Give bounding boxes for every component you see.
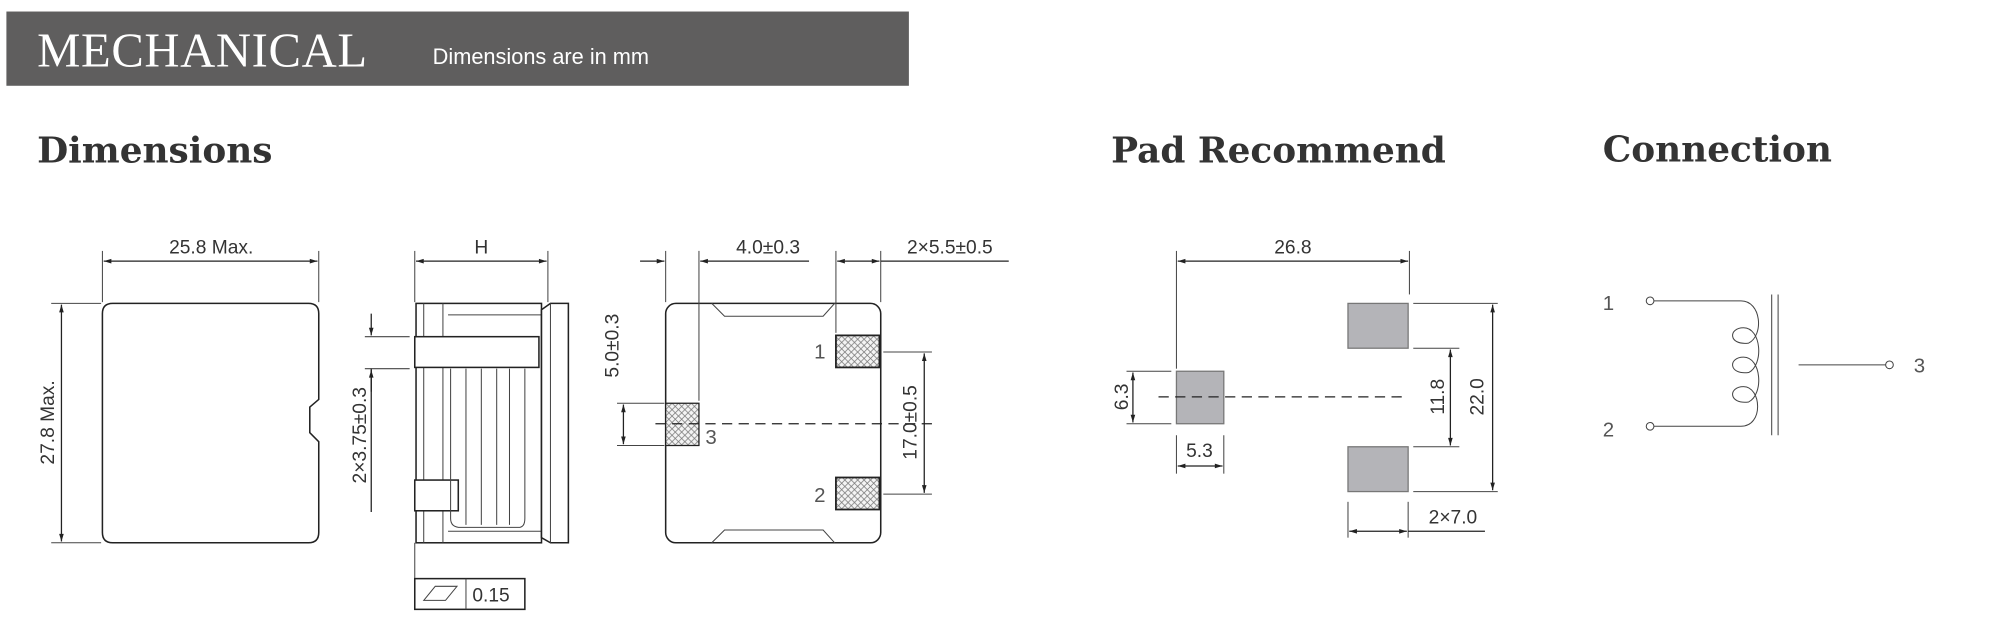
pad-total-label: 22.0 <box>1468 378 1489 415</box>
connection-pin-3: 3 <box>1914 355 1925 378</box>
section-title-dimensions: Dimensions <box>37 130 272 172</box>
pad-left-height-label: 6.3 <box>1112 384 1133 411</box>
terminal-1-icon <box>1645 296 1655 306</box>
bottom-view: 1 2 3 4.0±0.3 2×5.5±0.5 5.0±0.3 17.0±0.5 <box>602 237 1009 544</box>
connection-schematic: 1 2 3 <box>1603 292 1925 442</box>
connection-pin-1: 1 <box>1603 292 1614 315</box>
front-width-label: 25.8 Max. <box>169 237 253 258</box>
pad-span-label: 26.8 <box>1274 237 1311 258</box>
side-height-label: H <box>474 237 488 258</box>
pin-label-3: 3 <box>705 426 716 449</box>
pin-2-pad <box>835 476 881 511</box>
section-title-pad-recommend: Pad Recommend <box>1111 130 1446 172</box>
header-subtitle: Dimensions are in mm <box>433 44 649 69</box>
terminal-2-icon <box>1645 421 1655 431</box>
pad-left-width-label: 5.3 <box>1186 441 1213 462</box>
terminal-width-label: 2×3.75±0.3 <box>350 387 371 483</box>
header-bar: MECHANICAL Dimensions are in mm <box>6 11 909 86</box>
pad-right-width-label: 2×7.0 <box>1429 508 1478 529</box>
pad3-height-label: 5.0±0.3 <box>602 314 623 378</box>
connection-pin-2: 2 <box>1603 419 1614 442</box>
header-background <box>6 11 909 86</box>
side-view: H 2×3.75±0.3 0.15 <box>350 237 570 611</box>
pad-gap-label: 11.8 <box>1428 379 1449 415</box>
pin-label-2: 2 <box>814 484 825 507</box>
pin-1-pad <box>835 334 881 369</box>
flatness-box <box>413 577 526 611</box>
front-height-label: 27.8 Max. <box>38 380 59 464</box>
flatness-icon <box>422 585 459 601</box>
pad-width-label: 2×5.5±0.5 <box>907 237 993 258</box>
section-title-connection: Connection <box>1603 128 1832 170</box>
pin-label-1: 1 <box>814 340 825 363</box>
pad3-width-label: 4.0±0.3 <box>736 237 800 258</box>
flatness-value: 0.15 <box>472 586 509 607</box>
pad-recommend-view: 26.8 6.3 5.3 11.8 22.0 2×7.0 <box>1112 237 1498 538</box>
terminal-3-icon <box>1885 360 1894 370</box>
front-view: 25.8 Max. 27.8 Max. <box>38 237 320 544</box>
coil-icon <box>1653 300 1760 427</box>
pad-top <box>1347 302 1409 349</box>
header-title: MECHANICAL <box>37 24 368 78</box>
pad-pitch-label: 17.0±0.5 <box>901 385 922 460</box>
pad-bottom <box>1347 446 1409 493</box>
